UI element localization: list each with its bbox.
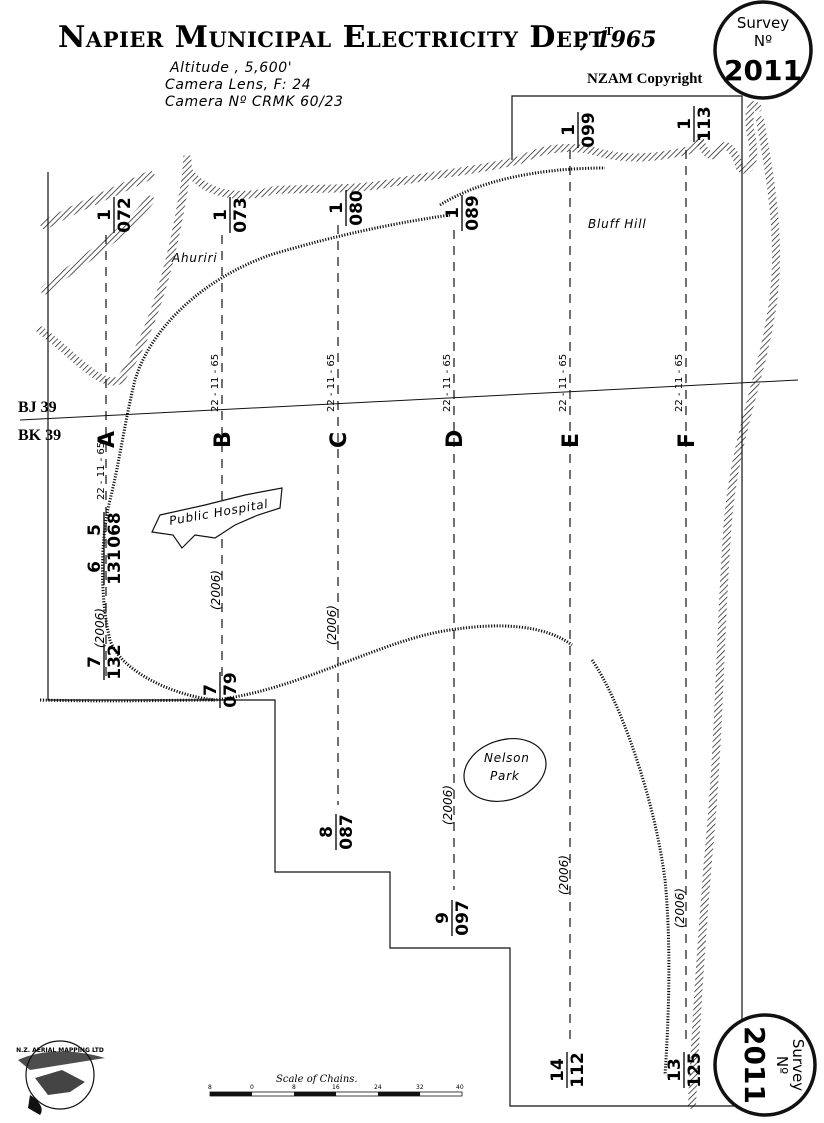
- svg-text:113: 113: [695, 106, 715, 142]
- photo-label-a5: 5 068: [85, 512, 125, 548]
- nelson-park: Nelson Park: [463, 738, 547, 802]
- film-number-c: (2006): [325, 605, 339, 645]
- svg-text:072: 072: [115, 197, 135, 233]
- photo-label-b7: 7 079: [201, 672, 241, 708]
- svg-text:13: 13: [665, 1058, 685, 1082]
- svg-text:1: 1: [211, 209, 231, 221]
- photo-label-e14: 14 112: [548, 1052, 588, 1088]
- svg-text:40: 40: [456, 1084, 464, 1091]
- flight-date-a: 22 - 11 - 65: [96, 442, 107, 500]
- svg-text:Nº: Nº: [773, 1056, 791, 1074]
- svg-text:099: 099: [579, 112, 599, 148]
- svg-text:0: 0: [250, 1084, 254, 1091]
- svg-text:1: 1: [675, 118, 695, 130]
- grid-line: [19, 379, 799, 421]
- film-number-b: (2006): [209, 570, 223, 610]
- survey-stamp-bottom: Survey Nº 2011: [713, 1013, 817, 1117]
- map-year: , 1965: [579, 27, 657, 53]
- flight-line-b-label: B: [211, 431, 236, 448]
- flight-date-b: 22 - 11 - 65: [210, 354, 221, 412]
- scale-title: Scale of Chains.: [276, 1074, 358, 1085]
- photo-label-a7: 7 132: [85, 644, 125, 680]
- svg-text:Nº: Nº: [754, 32, 772, 50]
- photo-label-f-top: 1 113: [675, 106, 715, 142]
- svg-text:132: 132: [105, 644, 125, 680]
- svg-text:N.Z. AERIAL MAPPING LTD: N.Z. AERIAL MAPPING LTD: [16, 1047, 104, 1054]
- place-park: Park: [490, 769, 520, 783]
- svg-text:112: 112: [568, 1052, 588, 1088]
- svg-text:1: 1: [95, 209, 115, 221]
- svg-text:8: 8: [317, 826, 337, 838]
- svg-text:16: 16: [332, 1084, 340, 1091]
- place-ahuriri: Ahuriri: [171, 251, 218, 265]
- photo-label-a6: 6 131: [85, 549, 125, 585]
- svg-text:Survey: Survey: [737, 14, 789, 32]
- aerial-mapping-logo: N.Z. AERIAL MAPPING LTD: [16, 1040, 105, 1115]
- svg-text:8: 8: [208, 1084, 212, 1091]
- svg-text:2011: 2011: [738, 1026, 771, 1104]
- photo-label-e-top: 1 099: [559, 112, 599, 148]
- svg-text:7: 7: [85, 656, 105, 668]
- scale-bar: Scale of Chains. 8 0 8 16 24 32 40: [208, 1074, 464, 1097]
- coastline-hatching: [36, 101, 781, 1109]
- svg-text:7: 7: [201, 684, 221, 696]
- svg-text:14: 14: [548, 1058, 568, 1082]
- svg-text:080: 080: [347, 190, 367, 226]
- survey-stamp-top: Survey Nº 2011: [713, 0, 813, 100]
- flight-line-d-label: D: [443, 430, 468, 448]
- svg-text:068: 068: [105, 512, 125, 548]
- photo-label-f13: 13 125: [665, 1052, 705, 1088]
- survey-boundary: [47, 95, 743, 1107]
- camera-lens: Camera Lens, F: 24: [165, 77, 311, 93]
- grid-label-lower: BK 39: [18, 427, 61, 444]
- flight-line-e-label: E: [559, 433, 584, 448]
- svg-text:089: 089: [463, 195, 483, 231]
- flight-date-c: 22 - 11 - 65: [326, 354, 337, 412]
- place-bluff-hill: Bluff Hill: [588, 217, 646, 231]
- svg-text:32: 32: [416, 1084, 424, 1091]
- flight-lines: [105, 150, 687, 1045]
- svg-text:125: 125: [685, 1052, 705, 1088]
- map-title: Napier Municipal Electricity Deptt: [58, 20, 614, 55]
- place-nelson: Nelson: [484, 751, 530, 765]
- svg-text:079: 079: [221, 672, 241, 708]
- svg-text:9: 9: [433, 912, 453, 924]
- photo-label-c8: 8 087: [317, 814, 357, 850]
- camera-number: Camera Nº CRMK 60/23: [165, 94, 343, 110]
- flight-date-e: 22 - 11 - 65: [558, 354, 569, 412]
- svg-text:6: 6: [85, 561, 105, 573]
- svg-text:097: 097: [453, 900, 473, 936]
- svg-text:073: 073: [231, 197, 251, 233]
- svg-text:2011: 2011: [724, 54, 802, 87]
- photo-label-b-top: 1 073: [211, 197, 251, 233]
- film-number-e: (2006): [557, 855, 571, 895]
- flight-line-c-label: C: [327, 432, 352, 448]
- copyright: NZAM Copyright: [587, 71, 702, 87]
- svg-text:Survey: Survey: [789, 1039, 807, 1091]
- photo-label-c-top: 1 080: [327, 190, 367, 226]
- photo-label-a-top: 1 072: [95, 197, 135, 233]
- svg-text:1: 1: [327, 202, 347, 214]
- photo-label-d-top: 1 089: [443, 195, 483, 231]
- flight-line-f-label: F: [675, 433, 700, 448]
- film-number-d: (2006): [441, 785, 455, 825]
- film-number-f: (2006): [673, 888, 687, 928]
- svg-text:1: 1: [559, 124, 579, 136]
- photo-label-d9: 9 097: [433, 900, 473, 936]
- grid-label-upper: BJ 39: [18, 399, 57, 416]
- altitude: Altitude , 5,600': [169, 60, 292, 76]
- film-number-a: (2006): [93, 608, 107, 648]
- svg-text:1: 1: [443, 207, 463, 219]
- svg-text:5: 5: [85, 524, 105, 536]
- svg-text:131: 131: [105, 549, 125, 585]
- flight-date-f: 22 - 11 - 65: [674, 354, 685, 412]
- svg-text:087: 087: [337, 814, 357, 850]
- svg-text:8: 8: [292, 1084, 296, 1091]
- flight-line-a-label: A: [95, 431, 120, 448]
- public-hospital: Public Hospital: [151, 487, 283, 549]
- flight-date-d: 22 - 11 - 65: [442, 354, 453, 412]
- svg-text:24: 24: [374, 1084, 382, 1091]
- railway-lines: [39, 166, 671, 1076]
